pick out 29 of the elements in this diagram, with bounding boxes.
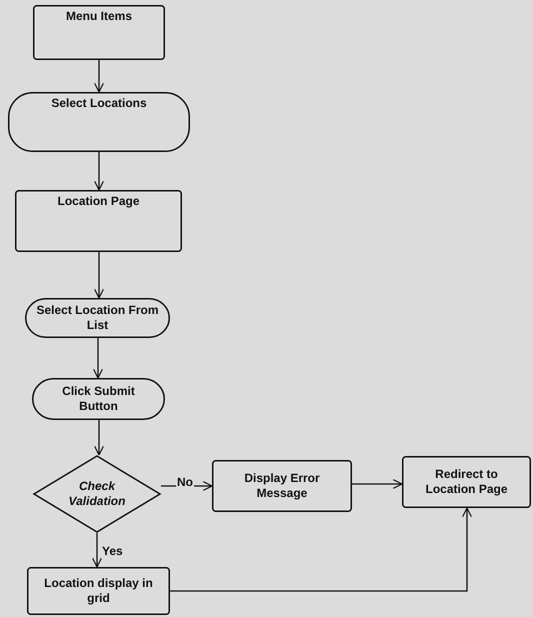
arrow: [92, 338, 104, 379]
edge-label: No: [176, 475, 194, 489]
node-label: Select Location From List: [35, 303, 160, 333]
edge-label: Yes: [101, 544, 124, 558]
process-box: [402, 456, 531, 508]
process-box: [212, 460, 352, 512]
process-box: [27, 567, 170, 615]
arrow: [94, 420, 104, 456]
node-label: Menu Items: [66, 9, 132, 24]
arrow: [352, 478, 403, 490]
arrow: [94, 252, 104, 299]
terminal-shape: [25, 298, 170, 338]
arrow: [161, 480, 213, 492]
terminal-shape: [8, 92, 190, 152]
arrow: [94, 152, 104, 191]
node-label: Check Validation: [68, 479, 126, 509]
process-box: [15, 190, 182, 252]
terminal-shape: [32, 378, 165, 420]
arrow: [94, 60, 104, 93]
decision-diamond: [33, 455, 161, 533]
node-label: Display Error Message: [243, 471, 321, 501]
arrow: [92, 533, 102, 568]
node-label: Redirect to Location Page: [424, 467, 508, 497]
node-label: Select Locations: [51, 96, 147, 111]
node-label: Location Page: [57, 194, 140, 209]
arrow: [170, 507, 472, 592]
node-label: Location display in grid: [43, 576, 154, 606]
process-box: [33, 5, 165, 60]
node-label: Click Submit Button: [61, 384, 136, 414]
